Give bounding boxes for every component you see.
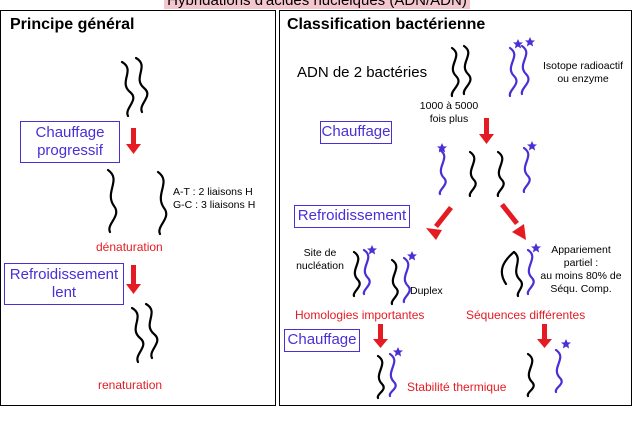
down-arrow-icon bbox=[479, 118, 494, 144]
right-panel-heading: Classification bactérienne bbox=[287, 16, 486, 33]
cooling-label-line1: Refroidissement bbox=[9, 266, 119, 283]
ratio-line1: 1000 à 5000 bbox=[419, 100, 479, 112]
dna-strand-icon bbox=[554, 348, 563, 394]
down-left-arrow-icon bbox=[426, 206, 453, 240]
dna-strand-icon bbox=[462, 44, 472, 96]
down-arrow-icon bbox=[373, 324, 388, 348]
bond-info: A-T : 2 liaisons H G-C : 3 liaisons H bbox=[173, 186, 255, 212]
ratio-note: 1000 à 5000 fois plus bbox=[414, 100, 484, 126]
heating-label-box-right: Chauffage bbox=[320, 121, 392, 144]
down-arrow-icon bbox=[126, 265, 141, 294]
duplex-label: Duplex bbox=[410, 285, 443, 297]
homologies-label: Homologies importantes bbox=[295, 308, 425, 322]
star-marker-icon bbox=[561, 339, 571, 349]
isotope-line1: Isotope radioactif bbox=[543, 60, 623, 72]
star-marker-icon bbox=[367, 245, 377, 255]
ratio-line2: fois plus bbox=[429, 113, 469, 125]
dna-label: ADN de 2 bactéries bbox=[297, 64, 428, 81]
bond-at: A-T : 2 liaisons H bbox=[173, 186, 253, 198]
left-panel-heading: Principe général bbox=[10, 16, 135, 33]
left-panel bbox=[0, 10, 276, 406]
heating-label-line2: progressif bbox=[37, 142, 103, 159]
dna-strand-icon bbox=[512, 250, 524, 298]
sequences-label: Séquences différentes bbox=[466, 308, 586, 322]
heating-label-line1: Chauffage bbox=[35, 124, 105, 141]
nucleation-line1: Site de bbox=[303, 247, 337, 259]
dna-strand-icon bbox=[526, 248, 535, 296]
dna-strand-icon bbox=[120, 60, 135, 118]
dna-strand-icon bbox=[388, 352, 397, 398]
nucleation-note: Site de nucléation bbox=[293, 247, 347, 273]
star-marker-icon bbox=[513, 39, 523, 49]
cooling-label-box: Refroidissement lent bbox=[4, 263, 124, 305]
dna-strand-icon bbox=[468, 150, 477, 198]
renaturation-label: renaturation bbox=[98, 378, 163, 392]
star-marker-icon bbox=[527, 141, 537, 151]
pairing-line3: au moins 80% de bbox=[540, 270, 622, 282]
down-arrow-icon bbox=[126, 128, 141, 154]
dna-strand-icon bbox=[526, 352, 535, 398]
down-right-arrow-icon bbox=[500, 203, 526, 240]
dna-strand-icon bbox=[522, 146, 531, 194]
heating-label-box-bottom: Chauffage bbox=[284, 329, 360, 352]
star-marker-icon bbox=[407, 251, 417, 261]
dna-strand-icon bbox=[496, 150, 505, 198]
dna-strand-icon bbox=[402, 256, 411, 304]
pairing-note: Appariement partiel : au moins 80% de Sé… bbox=[536, 244, 626, 296]
cooling-label-line2: lent bbox=[51, 284, 77, 301]
dna-strand-icon bbox=[376, 354, 385, 400]
stability-label: Stabilité thermique bbox=[407, 380, 507, 394]
bond-gc: G-C : 3 liaisons H bbox=[173, 199, 256, 211]
dna-strand-icon bbox=[508, 46, 518, 98]
title-bar: Hybridations d'acides nucléiques (ADN/AD… bbox=[0, 0, 634, 10]
dna-strand-icon bbox=[134, 56, 149, 114]
dna-strand-icon bbox=[520, 44, 530, 96]
pairing-line1: Appariement bbox=[551, 244, 611, 256]
nucleation-line2: nucléation bbox=[296, 260, 344, 272]
denaturation-label: dénaturation bbox=[96, 240, 163, 254]
cooling-label-box-right: Refroidissement bbox=[294, 205, 410, 228]
dna-strand-icon bbox=[156, 170, 168, 236]
dna-strand-icon bbox=[438, 148, 447, 196]
page-title: Hybridations d'acides nucléiques (ADN/AD… bbox=[164, 0, 470, 9]
isotope-note: Isotope radioactif ou enzyme bbox=[536, 60, 630, 86]
dna-strand-icon bbox=[106, 168, 118, 234]
down-arrow-icon bbox=[537, 324, 552, 348]
star-marker-icon bbox=[393, 347, 403, 357]
dna-strand-icon bbox=[390, 258, 399, 306]
pairing-line2: partiel : bbox=[563, 257, 599, 269]
isotope-line2: ou enzyme bbox=[557, 73, 609, 85]
dna-strand-icon bbox=[362, 248, 371, 296]
star-marker-icon bbox=[525, 37, 535, 47]
heating-label-box: Chauffage progressif bbox=[20, 121, 120, 163]
dna-strand-icon bbox=[500, 250, 516, 286]
dna-strand-icon bbox=[130, 306, 145, 364]
dna-strand-icon bbox=[144, 302, 159, 360]
dna-strand-icon bbox=[352, 250, 361, 298]
pairing-line4: Séqu. Comp. bbox=[550, 283, 612, 295]
dna-strand-icon bbox=[450, 46, 460, 98]
